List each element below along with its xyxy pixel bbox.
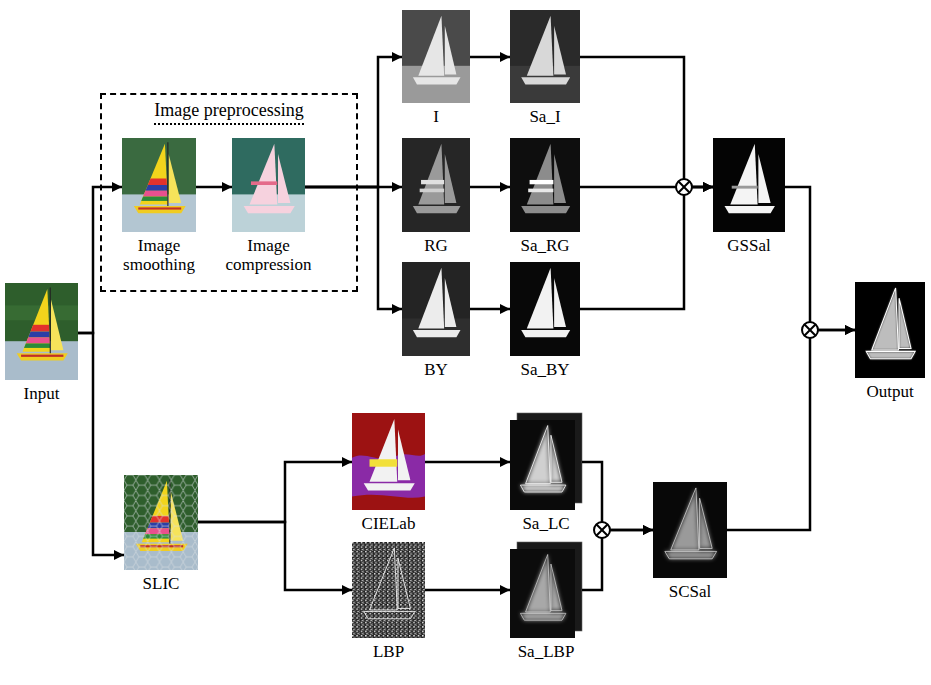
panel-label: GSSal <box>699 236 799 255</box>
image-panel: Input <box>5 283 78 403</box>
image-panel: Sa_I <box>510 10 580 126</box>
slic-image <box>124 475 198 570</box>
flow-arrow <box>198 522 352 590</box>
compressed-image <box>232 138 305 232</box>
rg-channel <box>402 138 470 232</box>
panel-label: Output <box>841 382 931 401</box>
flow-arrow <box>582 530 653 590</box>
image-panel: BY <box>402 262 470 379</box>
dashed-group-box: Image preprocessingImage smoothingImage … <box>100 93 358 292</box>
image-panel: SCSal <box>653 482 727 601</box>
image-panel: Output <box>855 282 925 401</box>
input-image <box>5 283 78 380</box>
image-panel: Sa_BY <box>510 262 580 379</box>
scsal-map <box>653 482 727 578</box>
flow-arrow <box>78 333 124 555</box>
group-heading: Image preprocessing <box>154 100 303 125</box>
image-panel: GSSal <box>713 138 785 255</box>
lbp-image <box>352 542 425 638</box>
lc-saliency-stack <box>510 413 582 510</box>
image-panel: Image compression <box>232 138 305 274</box>
flow-arrow <box>198 462 352 522</box>
panel-label: BY <box>388 360 484 379</box>
flow-arrow <box>580 187 713 309</box>
panel-label: I <box>388 107 484 126</box>
output-map <box>855 282 925 378</box>
flow-arrow <box>470 186 510 189</box>
image-panel: RG <box>402 138 470 255</box>
panel-label: SCSal <box>639 582 741 601</box>
image-panel: SLIC <box>124 475 198 593</box>
multiply-symbol <box>802 322 818 338</box>
flow-arrow <box>580 57 713 187</box>
image-panel: I <box>402 10 470 126</box>
panel-label: SLIC <box>110 574 212 593</box>
flow-arrow <box>727 330 855 530</box>
panel-label: Sa_RG <box>496 236 594 255</box>
image-panel: LBP <box>352 542 425 661</box>
flow-arrow <box>582 462 653 530</box>
panel-label: Sa_LC <box>496 514 596 533</box>
flow-arrow <box>425 589 510 592</box>
image-panel: Sa_LC <box>510 413 582 533</box>
flow-arrow <box>305 57 402 187</box>
panel-label: LBP <box>338 642 439 661</box>
panel-label: Sa_BY <box>496 360 594 379</box>
panel-label: Image compression <box>218 236 319 274</box>
lbp-saliency-stack <box>510 542 582 638</box>
intensity-saliency <box>510 10 580 103</box>
panel-label: RG <box>388 236 484 255</box>
smoothed-image <box>122 138 196 232</box>
flow-arrow <box>470 56 510 59</box>
multiply-symbol <box>676 179 692 195</box>
flow-arrow <box>785 187 855 330</box>
rg-saliency <box>510 138 580 232</box>
panel-label: Sa_I <box>496 107 594 126</box>
image-panel: Sa_LBP <box>510 542 582 661</box>
gssal-map <box>713 138 785 232</box>
cielab-image <box>352 413 425 510</box>
intensity-image <box>402 10 470 103</box>
flow-arrow <box>425 461 510 464</box>
by-saliency <box>510 262 580 356</box>
flow-arrow <box>196 186 232 189</box>
panel-label: Input <box>0 384 92 403</box>
image-panel: CIELab <box>352 413 425 533</box>
by-channel <box>402 262 470 356</box>
flow-arrow <box>470 308 510 311</box>
panel-label: CIELab <box>338 514 439 533</box>
panel-label: Image smoothing <box>108 236 210 274</box>
image-panel: Sa_RG <box>510 138 580 255</box>
panel-label: Sa_LBP <box>496 642 596 661</box>
multiply-symbol <box>594 522 610 538</box>
image-panel: Image smoothing <box>122 138 196 274</box>
